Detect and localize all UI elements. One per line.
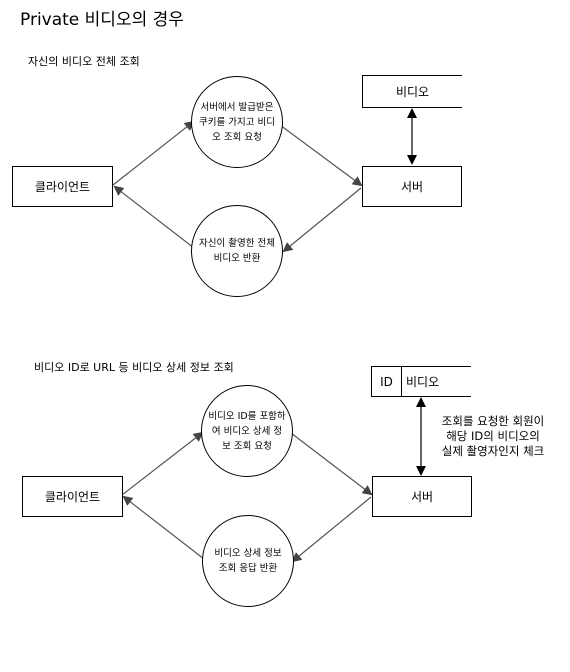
client-box-1: 클라이언트 [12, 166, 113, 207]
arrow-response-to-client-1 [113, 185, 195, 249]
request-label-2: 비디오 ID를 포함하 여 비디오 상세 정 보 조회 요청 [208, 410, 286, 452]
response-process-2: 비디오 상세 정보 조회 응답 반환 [202, 515, 294, 607]
client-box-2: 클라이언트 [22, 476, 123, 517]
check-note: 조회를 요청한 회원이 해당 ID의 비디오의 실제 촬영자인지 체크 [441, 414, 545, 458]
server-label-1: 서버 [400, 180, 424, 194]
request-process-2: 비디오 ID를 포함하 여 비디오 상세 정 보 조회 요청 [201, 385, 293, 477]
datastore-id-cell: ID [372, 367, 402, 396]
section2-heading: 비디오 ID로 URL 등 비디오 상세 정보 조회 [34, 361, 234, 374]
section1-heading: 자신의 비디오 전체 조회 [28, 55, 140, 68]
response-process-1: 자신이 촬영한 전체 비디오 반환 [191, 205, 283, 297]
request-label-1: 서버에서 발급받은 쿠키를 가지고 비디 오 조회 요청 [199, 101, 275, 143]
video-datastore-1: 비디오 [362, 75, 462, 108]
server-label-2: 서버 [410, 490, 434, 504]
arrow-request-to-server-2 [290, 432, 373, 496]
arrow-client-to-request-1 [112, 120, 195, 186]
server-box-2: 서버 [372, 476, 472, 517]
response-label-2: 비디오 상세 정보 조회 응답 반환 [214, 548, 282, 574]
video-datastore-2: ID 비디오 [371, 366, 471, 397]
arrow-server-to-response-1 [282, 187, 362, 253]
datastore-label-2: 비디오 [406, 375, 440, 389]
server-box-1: 서버 [362, 166, 462, 207]
client-label-1: 클라이언트 [34, 180, 91, 194]
datastore-label-1: 비디오 [395, 85, 430, 99]
arrow-server-to-response-2 [291, 496, 372, 563]
arrow-request-to-server-1 [279, 124, 363, 187]
arrow-client-to-request-2 [121, 431, 204, 496]
page-title: Private 비디오의 경우 [20, 10, 184, 30]
request-process-1: 서버에서 발급받은 쿠키를 가지고 비디 오 조회 요청 [191, 76, 283, 168]
arrow-response-to-client-2 [122, 495, 205, 560]
client-label-2: 클라이언트 [44, 490, 101, 504]
response-label-1: 자신이 촬영한 전체 비디오 반환 [199, 238, 275, 264]
